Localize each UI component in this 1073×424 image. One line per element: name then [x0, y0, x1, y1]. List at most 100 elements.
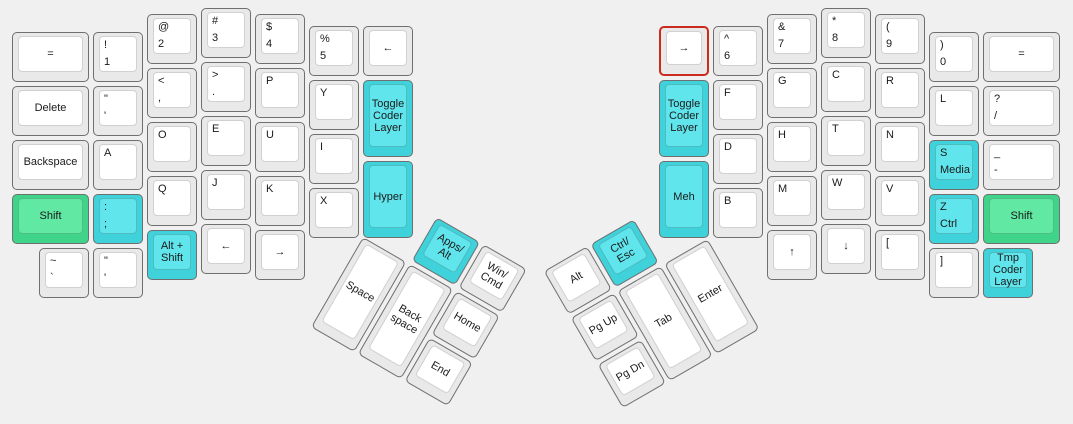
key-legend: → [678, 42, 690, 54]
key-legend: N [886, 129, 894, 141]
key-v[interactable]: V [875, 176, 925, 226]
key-alt-shift[interactable]: Alt +Shift [147, 230, 197, 280]
key-o[interactable]: O [147, 122, 197, 172]
key-t[interactable]: T [821, 116, 871, 166]
key-l[interactable]: L [929, 86, 979, 136]
key-legend: Shift [160, 252, 183, 264]
key-r[interactable]: R [875, 68, 925, 118]
key-shift-right[interactable]: Shift [983, 194, 1060, 244]
key-right-0[interactable]: )0 [929, 32, 979, 82]
key-legend: _ [994, 147, 1001, 159]
key-p[interactable]: P [255, 68, 305, 118]
key-legend: T [832, 123, 839, 135]
key-u[interactable]: U [255, 122, 305, 172]
key-legend: O [158, 129, 167, 141]
key-legend: 9 [886, 38, 893, 50]
key-lbracket[interactable]: [ [875, 230, 925, 280]
key-h[interactable]: H [767, 122, 817, 172]
key-right-arrow-top[interactable]: → [659, 26, 709, 76]
key-legend: J [212, 177, 218, 189]
key-legend: - [994, 164, 998, 176]
key-right-9[interactable]: (9 [875, 14, 925, 64]
key-shift-left[interactable]: Shift [12, 194, 89, 244]
key-underscore-dash[interactable]: _- [983, 140, 1060, 190]
key-legend: Hyper [373, 190, 403, 203]
key-legend: & [778, 21, 786, 33]
key-right-arrow-bottom[interactable]: → [255, 230, 305, 280]
key-delete[interactable]: Delete [12, 86, 89, 136]
key-legend: Tab [652, 311, 675, 331]
key-quote[interactable]: "' [93, 86, 143, 136]
key-left-arrow-top[interactable]: ← [363, 26, 413, 76]
keycap-surface: T [827, 120, 865, 156]
key-legend: I [320, 141, 324, 153]
key-hyper[interactable]: Hyper [363, 161, 413, 238]
key-d[interactable]: D [713, 134, 763, 184]
key-legend: K [266, 183, 274, 195]
key-legend: X [320, 195, 328, 207]
key-right-equals[interactable]: = [983, 32, 1060, 82]
key-left-4[interactable]: $4 [255, 14, 305, 64]
key-legend: # [212, 15, 219, 27]
key-legend: [ [886, 237, 890, 249]
key-backspace[interactable]: Backspace [12, 140, 89, 190]
key-period[interactable]: >. [201, 62, 251, 112]
key-left-1[interactable]: !1 [93, 32, 143, 82]
key-i[interactable]: I [309, 134, 359, 184]
key-f[interactable]: F [713, 80, 763, 130]
key-left-5[interactable]: %5 [309, 26, 359, 76]
key-comma[interactable]: <, [147, 68, 197, 118]
key-y[interactable]: Y [309, 80, 359, 130]
key-legend: ' [104, 110, 107, 122]
key-up[interactable]: ↑ [767, 230, 817, 280]
keycap-surface: :; [99, 198, 137, 234]
key-b[interactable]: B [713, 188, 763, 238]
key-x[interactable]: X [309, 188, 359, 238]
key-legend: B [724, 195, 732, 207]
key-legend: End [428, 359, 452, 380]
key-question-slash[interactable]: ?/ [983, 86, 1060, 136]
key-g[interactable]: G [767, 68, 817, 118]
key-grave[interactable]: ~` [39, 248, 89, 298]
key-down[interactable]: ↓ [821, 224, 871, 274]
key-q[interactable]: Q [147, 176, 197, 226]
key-k[interactable]: K [255, 176, 305, 226]
key-legend: Meh [673, 190, 695, 203]
key-legend: E [212, 123, 220, 135]
key-right-6[interactable]: ^6 [713, 26, 763, 76]
key-legend: Toggle [371, 97, 405, 110]
key-rbracket[interactable]: ] [929, 248, 979, 298]
key-legend: 6 [724, 50, 731, 62]
keycap-surface: H [773, 126, 811, 162]
key-meh[interactable]: Meh [659, 161, 709, 238]
key-right-8[interactable]: *8 [821, 8, 871, 58]
key-quote-2[interactable]: "' [93, 248, 143, 298]
key-legend: Layer [994, 276, 1022, 288]
key-left-3[interactable]: #3 [201, 8, 251, 58]
keycap-surface: Shift [18, 198, 83, 234]
key-legend: Ctrl [940, 218, 958, 230]
key-left-arrow-bottom[interactable]: ← [201, 224, 251, 274]
key-c[interactable]: C [821, 62, 871, 112]
key-legend: ; [104, 218, 108, 230]
key-n[interactable]: N [875, 122, 925, 172]
key-e[interactable]: E [201, 116, 251, 166]
key-a[interactable]: A [93, 140, 143, 190]
keycap-surface: N [881, 126, 919, 162]
key-semicolon[interactable]: :; [93, 194, 143, 244]
key-legend: ' [104, 272, 107, 284]
key-w[interactable]: W [821, 170, 871, 220]
key-legend: 2 [158, 38, 165, 50]
keycap-surface: "' [99, 252, 137, 288]
keycap-surface: F [719, 84, 757, 120]
key-m[interactable]: M [767, 176, 817, 226]
key-j[interactable]: J [201, 170, 251, 220]
key-left-equals[interactable]: = [12, 32, 89, 82]
key-right-7[interactable]: &7 [767, 14, 817, 64]
key-left-2[interactable]: @2 [147, 14, 197, 64]
